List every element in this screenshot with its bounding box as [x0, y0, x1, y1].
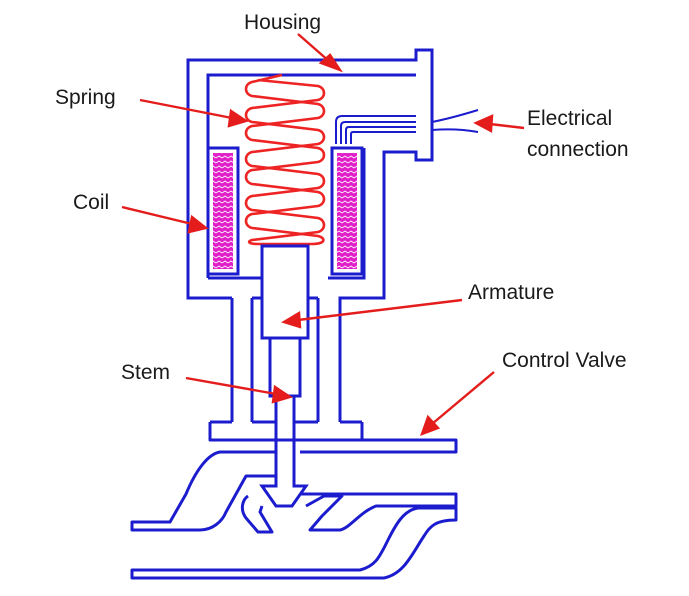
label-stem: Stem	[121, 361, 171, 384]
spring	[244, 73, 326, 246]
control-valve-arrow	[420, 371, 495, 437]
coil-right	[330, 146, 364, 276]
valve-upper-channel	[130, 450, 276, 532]
housing-outer-wall	[186, 48, 434, 422]
coil-arrow	[121, 205, 209, 234]
callout-arrows	[121, 33, 525, 437]
label-spring: Spring	[55, 86, 116, 109]
armature-arrow	[281, 298, 463, 329]
stem-arrow	[185, 376, 293, 404]
label-electrical-line2: connection	[527, 138, 629, 161]
label-control-valve: Control Valve	[502, 349, 627, 372]
label-armature: Armature	[468, 281, 555, 304]
electrical-wires	[335, 109, 479, 144]
housing-inner-right	[328, 148, 366, 280]
coil-left	[206, 146, 240, 276]
valve-bonnet	[208, 420, 458, 454]
armature-guide	[250, 296, 320, 422]
valve-seat-right	[300, 492, 458, 532]
label-housing: Housing	[244, 11, 322, 34]
control-valve-body	[130, 420, 458, 580]
armature-body	[260, 244, 310, 340]
valve-seat-left	[240, 494, 274, 534]
electrical-arrow	[473, 114, 525, 133]
valve-lower-channel	[130, 506, 458, 580]
spring-arrow	[139, 98, 249, 128]
label-electrical-line1: Electrical	[527, 107, 613, 130]
label-coil: Coil	[73, 191, 110, 214]
housing-arrow	[297, 33, 344, 73]
valve-stem	[259, 396, 309, 508]
